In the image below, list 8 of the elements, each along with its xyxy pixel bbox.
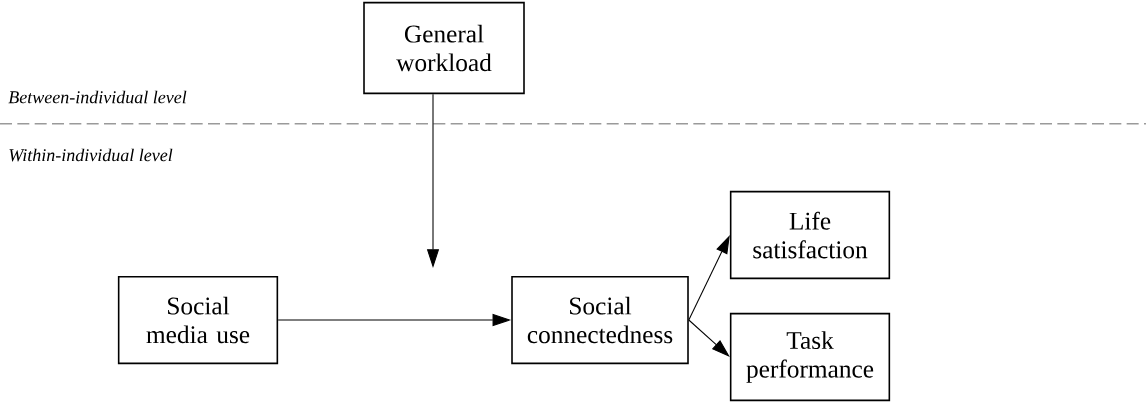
variable-box: Task performance — [729, 312, 891, 402]
level-label: Between-individual level — [8, 90, 187, 104]
variable-box: Social media use — [117, 275, 279, 365]
variable-box: General workload — [363, 1, 525, 95]
level-label: Within-individual level — [9, 148, 173, 162]
variable-box: Social connectedness — [511, 275, 689, 365]
variable-box: Life satisfaction — [729, 190, 891, 280]
arrow — [688, 319, 730, 357]
